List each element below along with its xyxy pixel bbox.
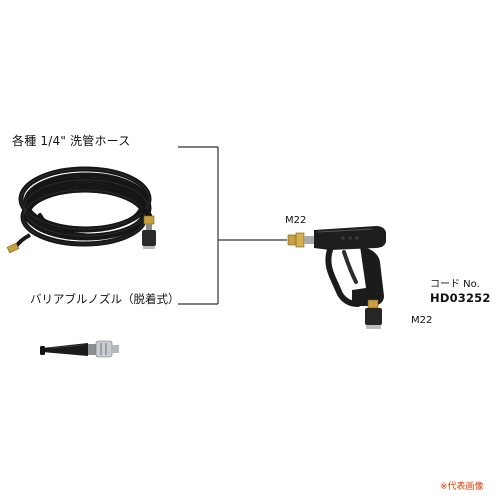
nozzle-label: バリアブルノズル（脱着式） [30, 292, 180, 306]
hose-coupler-icon [139, 207, 156, 249]
thread-size-label-outlet: M22 [411, 315, 433, 326]
code-number-value: HD03252 [430, 291, 491, 305]
code-number-caption: コード No. [430, 279, 480, 290]
thread-size-label-inlet: M22 [285, 215, 307, 226]
hose-end-fitting-left [6, 233, 31, 254]
representative-image-note: ※代表画像 [440, 482, 484, 492]
hose-label: 各種 1/4" 洗管ホース [12, 134, 131, 148]
